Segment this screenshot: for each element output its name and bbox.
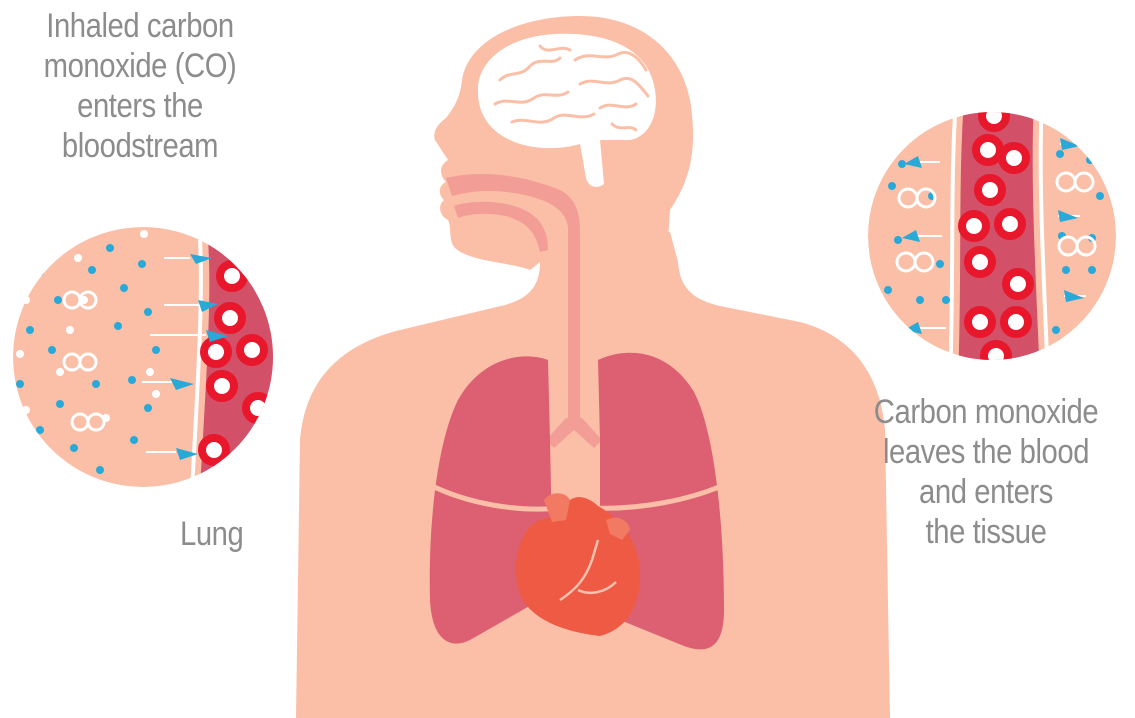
leaves-line-1: Carbon monoxide — [848, 392, 1123, 432]
tissue-zoom-circle — [868, 100, 1116, 380]
inhaled-line-3: enters the — [11, 86, 269, 126]
leaves-line-4: the tissue — [848, 512, 1123, 552]
inhaled-line-2: monoxide (CO) — [11, 46, 269, 86]
leaves-line-3: and enters — [848, 472, 1123, 512]
lung-label: Lung — [180, 514, 275, 554]
body-torso — [296, 230, 890, 718]
human-body — [296, 16, 890, 718]
lung-zoom-circle — [13, 227, 290, 490]
inhaled-line-4: bloodstream — [11, 126, 269, 166]
inhaled-line-1: Inhaled carbon — [11, 6, 269, 46]
leaves-line-2: leaves the blood — [848, 432, 1123, 472]
co-leaves-label: Carbon monoxide leaves the blood and ent… — [848, 392, 1123, 552]
inhaled-co-label: Inhaled carbon monoxide (CO) enters the … — [11, 6, 269, 166]
